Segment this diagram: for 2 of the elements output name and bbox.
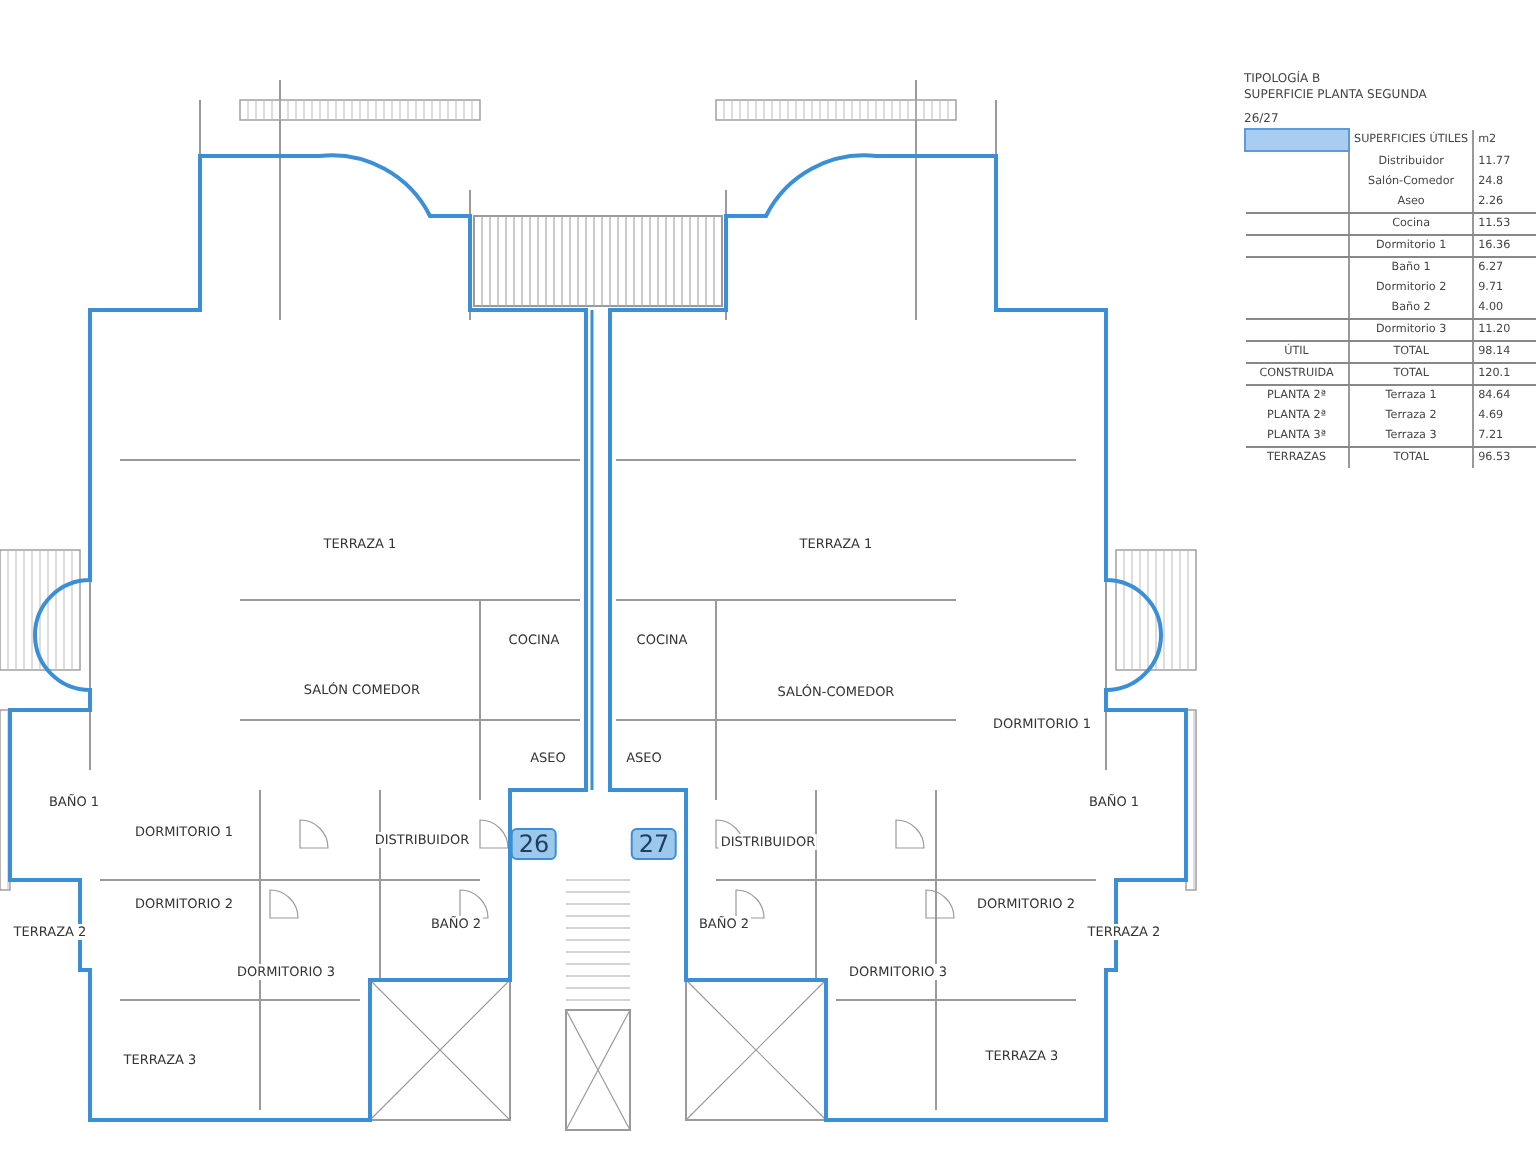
unit-number-tag: 27	[630, 828, 678, 860]
unit-number-tag: 26	[510, 828, 558, 860]
